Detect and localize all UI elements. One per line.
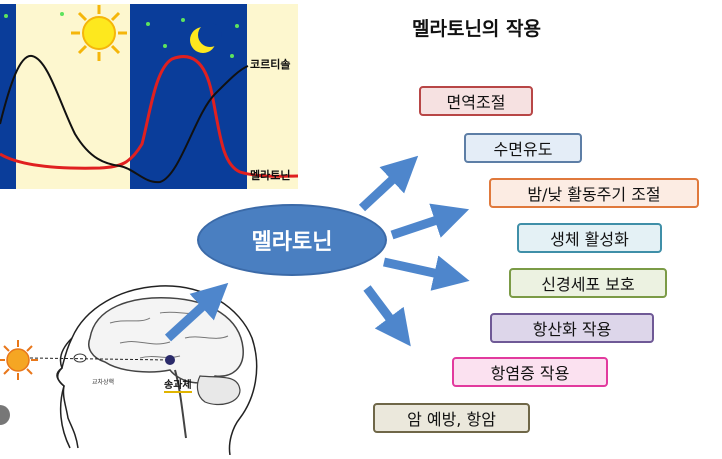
day-night-chart (0, 4, 299, 189)
melatonin-curve (0, 55, 299, 178)
melatonin-center: 멜라토닌 (197, 204, 387, 276)
effect-anti-inflammatory: 항염증 작용 (452, 357, 608, 387)
stars (4, 12, 239, 58)
diagram-title: 멜라토닌의 작용 (412, 18, 541, 40)
pineal-to-melatonin-arrow (164, 282, 229, 342)
small-sun-icon (0, 340, 38, 380)
effect-sleep-induction: 수면유도 (464, 133, 582, 163)
cortisol-curve (0, 54, 249, 184)
arrow-upper-right (390, 203, 470, 240)
arrow-down (363, 285, 411, 347)
effect-immune-regulation: 면역조절 (419, 86, 533, 116)
melatonin-curve-label: 멜라토닌 (250, 169, 291, 182)
arrow-up (358, 155, 419, 212)
arrow-lower-right (383, 255, 470, 291)
effect-neuroprotection: 신경세포 보호 (509, 268, 667, 298)
cortisol-label: 코르티솔 (250, 58, 291, 71)
effect-cancer-prevention: 암 예방, 항암 (373, 403, 530, 433)
moon-icon (190, 23, 222, 53)
small-brain-label: 교차상핵 (92, 378, 114, 386)
pineal-label: 송과체 (164, 376, 192, 393)
effect-circadian-regulation: 밤/낮 활동주기 조절 (489, 178, 699, 208)
sun-icon (71, 5, 127, 61)
effect-bio-activation: 생체 활성화 (517, 223, 662, 253)
carousel-nav-button[interactable] (0, 405, 10, 425)
effect-antioxidant: 항산화 작용 (490, 313, 654, 343)
